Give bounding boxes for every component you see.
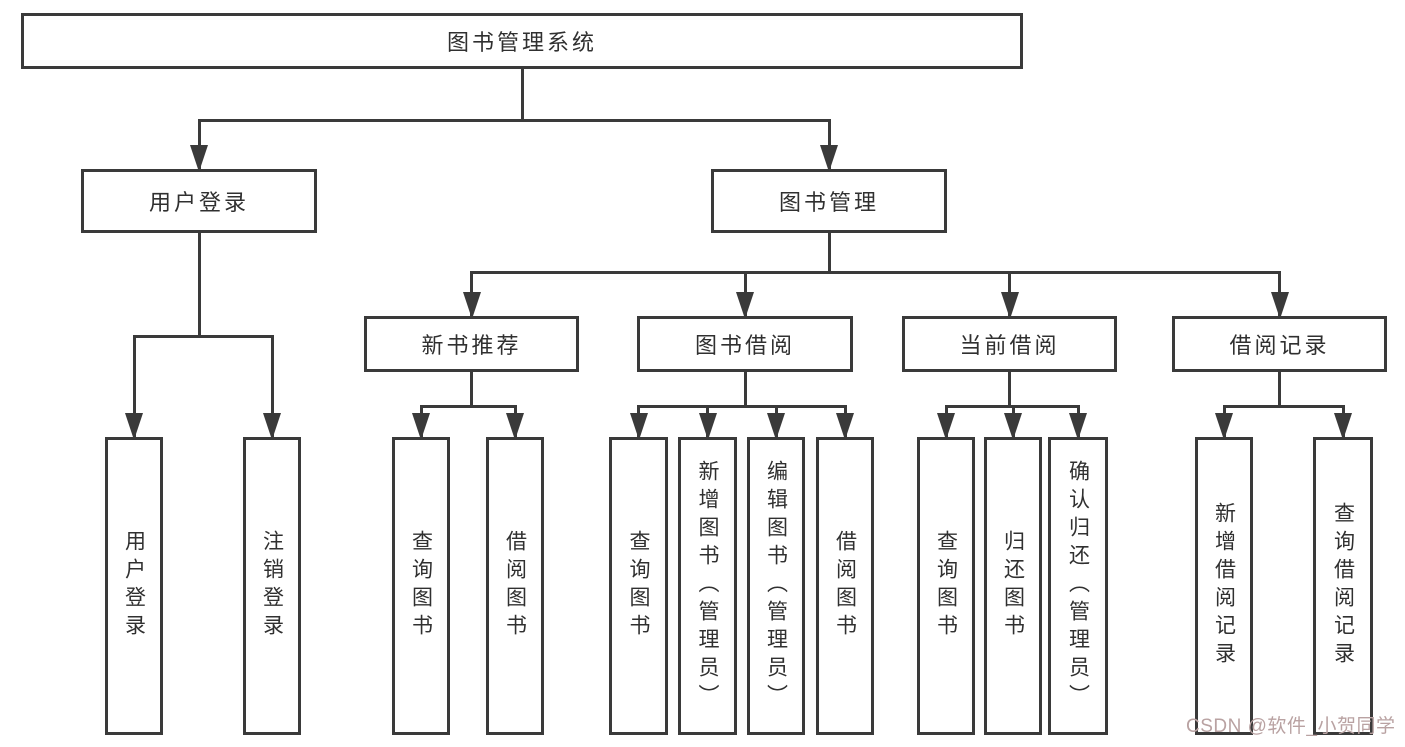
node-nb-query: 查询图书 bbox=[392, 437, 450, 735]
arrow-down bbox=[629, 413, 648, 440]
node-bb-edit: 编辑图书（管理员） bbox=[747, 437, 805, 735]
connector-vline bbox=[1008, 372, 1011, 406]
node-label-cb-return: 归还图书 bbox=[1001, 530, 1025, 642]
connector-vline bbox=[470, 372, 473, 406]
connector-vline bbox=[132, 336, 136, 437]
node-cb-confirm: 确认归还（管理员） bbox=[1048, 437, 1108, 735]
node-br-query: 查询借阅记录 bbox=[1313, 437, 1373, 735]
node-bb-query: 查询图书 bbox=[609, 437, 668, 735]
node-label-book-mgmt: 图书管理 bbox=[778, 190, 879, 215]
node-label-logout-leaf: 注销登录 bbox=[260, 530, 284, 642]
node-label-nb-borrow: 借阅图书 bbox=[503, 530, 527, 642]
connector-hline bbox=[419, 404, 517, 408]
arrow-down bbox=[1004, 413, 1022, 440]
node-bb-add: 新增图书（管理员） bbox=[678, 437, 737, 735]
node-cb-query: 查询图书 bbox=[917, 437, 975, 735]
node-label-new-book-rec: 新书推荐 bbox=[421, 333, 522, 358]
node-logout-leaf: 注销登录 bbox=[243, 437, 301, 735]
node-label-br-add: 新增借阅记录 bbox=[1212, 502, 1236, 670]
connector-hline bbox=[197, 118, 831, 122]
arrow-down bbox=[1270, 292, 1289, 319]
connector-vline bbox=[197, 120, 201, 169]
arrow-down bbox=[263, 413, 281, 440]
watermark: CSDN @软件_小贺同学 bbox=[1186, 716, 1396, 737]
arrow-down bbox=[937, 413, 955, 440]
node-label-bb-edit: 编辑图书（管理员） bbox=[764, 460, 788, 712]
node-label-cb-query: 查询图书 bbox=[934, 530, 958, 642]
connector-hline bbox=[132, 334, 274, 338]
connector-vline bbox=[270, 336, 274, 437]
node-book-mgmt: 图书管理 bbox=[711, 169, 947, 233]
node-user-login-leaf: 用户登录 bbox=[105, 437, 163, 735]
node-label-br-query: 查询借阅记录 bbox=[1331, 502, 1355, 670]
arrow-down bbox=[1069, 413, 1087, 440]
arrow-down bbox=[506, 413, 524, 440]
connector-vline bbox=[743, 372, 747, 406]
connector-vline bbox=[1278, 372, 1281, 406]
arrow-down bbox=[462, 292, 481, 319]
node-new-book-rec: 新书推荐 bbox=[364, 316, 579, 372]
node-current-borrow: 当前借阅 bbox=[902, 316, 1117, 372]
node-borrow-record: 借阅记录 bbox=[1172, 316, 1387, 372]
connector-vline bbox=[827, 233, 831, 272]
node-br-add: 新增借阅记录 bbox=[1195, 437, 1253, 735]
connector-vline bbox=[197, 233, 201, 336]
node-label-nb-query: 查询图书 bbox=[409, 530, 433, 642]
arrow-down bbox=[1000, 292, 1019, 319]
node-label-cb-confirm: 确认归还（管理员） bbox=[1066, 460, 1090, 712]
node-cb-return: 归还图书 bbox=[984, 437, 1042, 735]
node-label-bb-add: 新增图书（管理员） bbox=[696, 460, 720, 712]
node-book-borrow: 图书借阅 bbox=[637, 316, 853, 372]
node-label-user-login-leaf: 用户登录 bbox=[122, 530, 146, 642]
arrow-down bbox=[1334, 413, 1352, 440]
arrow-down bbox=[836, 413, 854, 440]
connector-hline bbox=[1222, 404, 1345, 408]
node-label-borrow-record: 借阅记录 bbox=[1229, 333, 1330, 358]
arrow-down bbox=[767, 413, 785, 440]
node-bb-borrow: 借阅图书 bbox=[816, 437, 874, 735]
node-root: 图书管理系统 bbox=[21, 13, 1023, 69]
arrow-down bbox=[1215, 413, 1233, 440]
arrow-down bbox=[125, 413, 143, 440]
node-label-user-login: 用户登录 bbox=[148, 190, 249, 215]
arrow-down bbox=[736, 292, 754, 319]
arrow-down bbox=[190, 145, 208, 172]
connector-vline bbox=[827, 120, 831, 169]
arrow-down bbox=[698, 413, 717, 440]
node-label-book-borrow: 图书借阅 bbox=[694, 333, 795, 358]
node-user-login: 用户登录 bbox=[81, 169, 317, 233]
node-label-bb-borrow: 借阅图书 bbox=[833, 530, 857, 642]
connector-hline bbox=[637, 404, 847, 408]
connector-hline bbox=[470, 270, 1281, 274]
node-label-current-borrow: 当前借阅 bbox=[959, 333, 1060, 358]
node-nb-borrow: 借阅图书 bbox=[486, 437, 544, 735]
node-label-bb-query: 查询图书 bbox=[627, 530, 651, 642]
arrow-down bbox=[412, 413, 430, 440]
connector-vline bbox=[520, 69, 524, 120]
arrow-down bbox=[820, 145, 838, 172]
node-label-root: 图书管理系统 bbox=[446, 30, 597, 55]
